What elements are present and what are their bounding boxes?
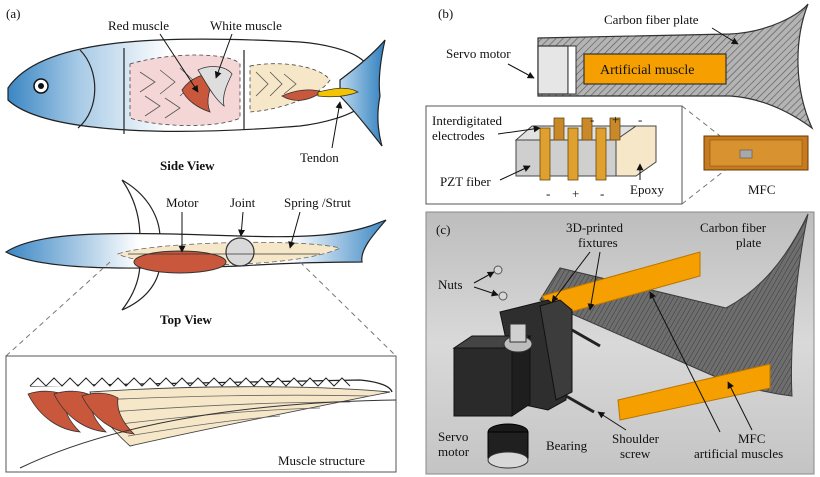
label-top-view: Top View <box>160 312 213 327</box>
label-electrodes: electrodes <box>432 128 485 143</box>
panel-b: (b) Artificial muscle Carbon fiber plate… <box>425 3 814 205</box>
artificial-muscle-block <box>583 53 727 85</box>
sign-bottom-1: - <box>546 186 550 201</box>
label-pzt-fiber: PZT fiber <box>440 174 491 189</box>
nut-icon <box>493 265 503 275</box>
label-tendon: Tendon <box>300 150 339 165</box>
label-carbon-fiber: Carbon fiber <box>700 220 767 235</box>
label-side-view: Side View <box>160 158 215 173</box>
servo-block <box>537 45 569 95</box>
label-motor-c: motor <box>438 444 470 459</box>
label-mfc-c: MFC <box>738 431 765 446</box>
sign-top-2: + <box>612 112 619 127</box>
panel-c: (c) 3D-printed fixtures Carbon fiber <box>425 211 815 475</box>
panel-a-tag: (a) <box>6 6 20 21</box>
label-plate: plate <box>736 235 761 250</box>
label-shoulder: Shoulder <box>612 431 660 446</box>
nut-icon <box>498 291 508 301</box>
sign-top-3: - <box>638 112 642 127</box>
sign-bottom-2: + <box>572 186 579 201</box>
label-fixtures: fixtures <box>578 235 618 250</box>
side-view-fish <box>7 38 386 147</box>
label-screw: screw <box>620 446 651 461</box>
label-motor: Motor <box>166 195 199 210</box>
label-spring-strut: Spring /Strut <box>284 195 351 210</box>
label-red-muscle: Red muscle <box>108 18 169 33</box>
label-nuts: Nuts <box>438 277 463 292</box>
panel-b-tag: (b) <box>438 6 453 21</box>
label-joint: Joint <box>230 195 256 210</box>
label-artificial-muscle: Artificial muscle <box>600 63 694 78</box>
label-bearing: Bearing <box>546 438 588 453</box>
label-muscle-structure: Muscle structure <box>278 453 365 468</box>
joint-icon <box>225 237 255 267</box>
label-servo: Servo <box>438 429 468 444</box>
label-3d-printed: 3D-printed <box>566 220 624 235</box>
label-mfc: MFC <box>748 182 775 197</box>
sign-top-1: - <box>590 112 594 127</box>
muscle-structure-drawing <box>19 377 397 469</box>
sign-bottom-3: - <box>600 186 604 201</box>
label-epoxy: Epoxy <box>630 182 664 197</box>
label-artificial-muscles: artificial muscles <box>694 446 783 461</box>
label-servo-motor: Servo motor <box>446 46 511 61</box>
pzt-diagram <box>514 117 657 181</box>
label-white-muscle: White muscle <box>210 18 282 33</box>
mfc-strip-bottom <box>617 363 771 421</box>
label-carbon-fiber-plate: Carbon fiber plate <box>604 12 699 27</box>
top-view-fish <box>4 179 387 311</box>
panel-c-tag: (c) <box>436 222 450 237</box>
panel-a: (a) Red muscle White muscle Tendon Side … <box>4 6 397 473</box>
label-interdigitated: Interdigitated <box>432 113 503 128</box>
